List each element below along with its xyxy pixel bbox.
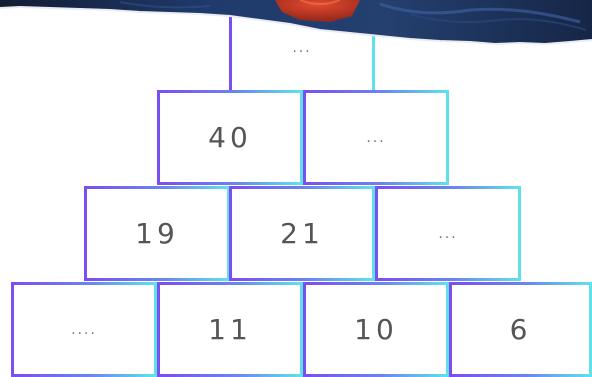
- cell-value: 19: [135, 217, 179, 250]
- cell-value: 11: [208, 313, 252, 346]
- pyramid-cell-r3-c1[interactable]: 19: [84, 186, 230, 281]
- pyramid-cell-r3-c3[interactable]: ...: [375, 186, 521, 281]
- cell-value: 21: [280, 217, 324, 250]
- cell-value: ...: [438, 226, 457, 242]
- pyramid-cell-r2-c1[interactable]: 40: [157, 90, 303, 185]
- pyramid-cell-r4-c1[interactable]: ....: [11, 282, 157, 377]
- pyramid-cell-r4-c2[interactable]: 11: [157, 282, 303, 377]
- pyramid-cell-r3-c2[interactable]: 21: [229, 186, 375, 281]
- pyramid-cell-r2-c2[interactable]: ...: [303, 90, 449, 185]
- cell-value: ....: [71, 322, 97, 338]
- torn-photo-banner: [0, 0, 592, 80]
- cell-value: 10: [354, 313, 398, 346]
- pyramid-cell-r4-c3[interactable]: 10: [303, 282, 449, 377]
- cell-value: 6: [510, 313, 532, 346]
- cell-value: 40: [208, 121, 252, 154]
- pyramid-cell-r4-c4[interactable]: 6: [449, 282, 592, 377]
- cell-value: ...: [366, 130, 385, 146]
